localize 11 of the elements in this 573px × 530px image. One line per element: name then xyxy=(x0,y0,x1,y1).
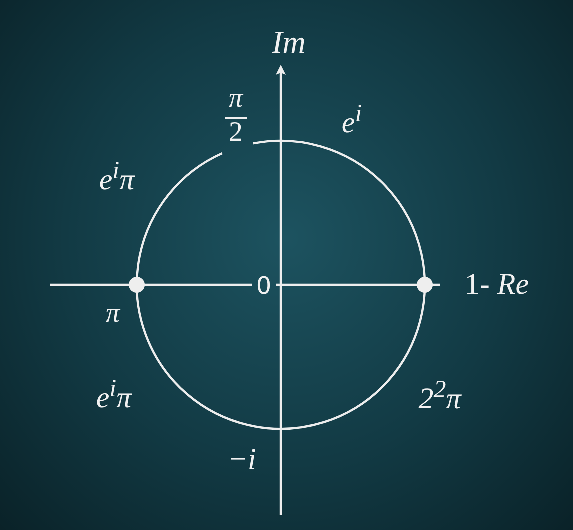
angle-label: e$^{i}$π xyxy=(99,158,135,196)
angle-label: e$^{i}$π xyxy=(96,376,132,414)
axis-label: Im xyxy=(272,26,306,58)
point-label: −i xyxy=(228,445,256,475)
origin-label: 0 xyxy=(256,274,272,298)
fraction-numerator: π xyxy=(228,85,244,113)
angle-label: e$^{i}$ xyxy=(342,102,362,138)
angle-label: 2$^{2}$π xyxy=(418,378,462,414)
angle-label: π xyxy=(106,300,120,328)
axis-label: 1- Re xyxy=(464,270,530,300)
fraction-denominator: 2 xyxy=(229,119,243,147)
